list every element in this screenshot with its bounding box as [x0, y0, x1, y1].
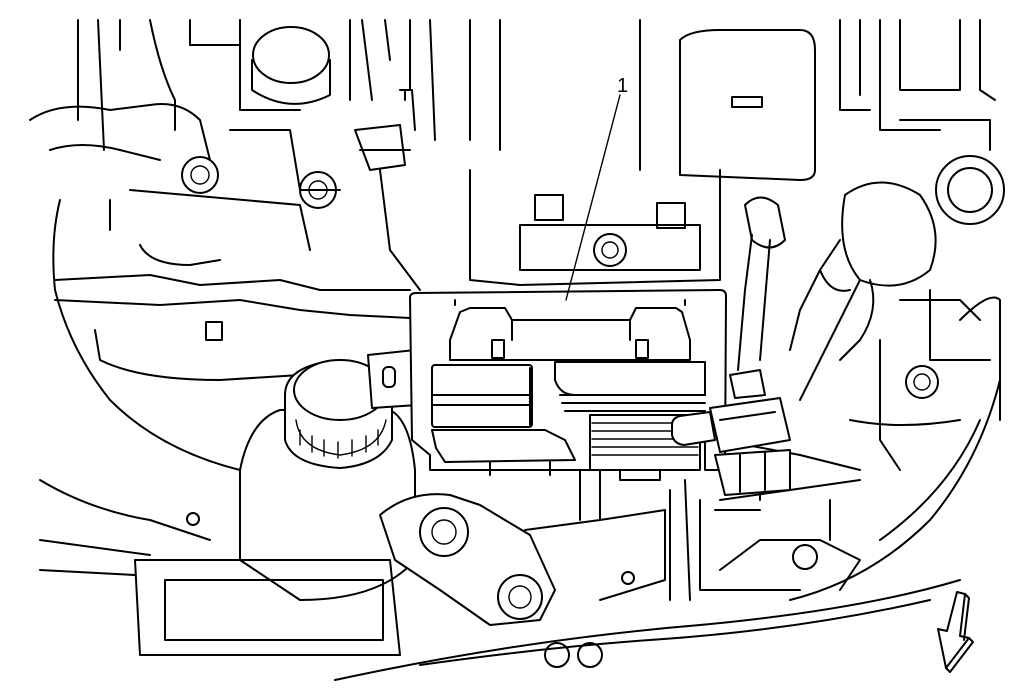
lower-structure — [39, 359, 961, 681]
callout-1-leader-line — [565, 94, 621, 301]
callout-1-label: 1 — [617, 75, 628, 97]
wire-harness-connector — [671, 369, 791, 496]
callout-1: 1 — [565, 75, 628, 301]
engine-background-structure — [29, 19, 1005, 601]
front-arrow-icon — [937, 591, 974, 673]
module-component-1[interactable] — [367, 289, 727, 481]
